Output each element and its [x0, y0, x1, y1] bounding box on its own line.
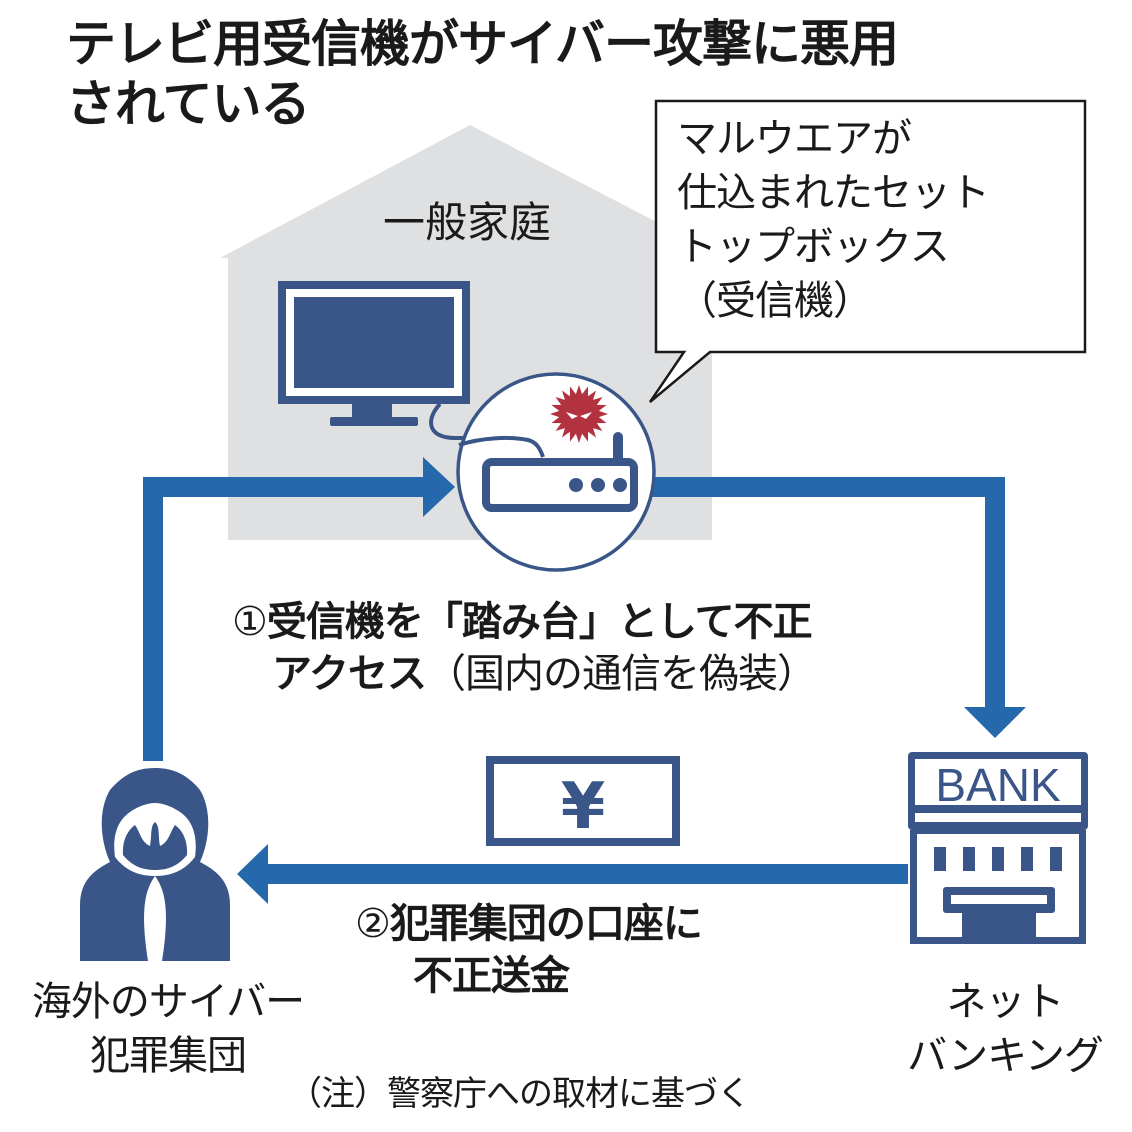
hooded-hacker-icon: [80, 768, 230, 961]
bank-label-line-1: ネット: [946, 979, 1065, 1025]
arrow-to-criminal: [237, 844, 908, 904]
step-1-description: ①受信機を「踏み台」として不正 アクセス（国内の通信を偽装）: [232, 596, 817, 700]
callout-text: マルウエアが 仕込まれたセット トップボックス （受信機）: [677, 112, 990, 328]
yen-banknote-icon: ¥: [486, 756, 680, 846]
set-top-box-icon: [456, 372, 656, 572]
callout-line-4: （受信機）: [677, 278, 873, 324]
criminal-label-line-2: 犯罪集団: [90, 1033, 247, 1079]
step-1-number: ①: [232, 599, 268, 645]
step-2-description: ②犯罪集団の口座に 不正送金: [355, 898, 703, 1002]
step-2-line-1: 犯罪集団の口座に: [389, 901, 703, 947]
title-line-1: テレビ用受信機がサイバー攻撃に悪用: [66, 15, 899, 73]
criminal-label-line-1: 海外のサイバー: [31, 979, 305, 1025]
criminal-group-label: 海外のサイバー 犯罪集団: [8, 975, 328, 1083]
callout-line-1: マルウエアが: [677, 116, 912, 162]
bank-sign: BANK: [935, 759, 1061, 811]
bank-building-icon: BANK: [908, 752, 1088, 944]
bank-label-line-2: バンキング: [907, 1033, 1104, 1079]
step-1-line-2-normal: （国内の通信を偽装）: [426, 651, 817, 697]
malware-virus-icon: [550, 385, 608, 443]
step-2-number: ②: [355, 901, 391, 947]
step-1-line-2-bold: アクセス: [272, 651, 427, 697]
step-2-line-2: 不正送金: [413, 953, 570, 999]
net-banking-label: ネット バンキング: [880, 975, 1130, 1083]
arrow-to-set-top-box: [143, 457, 455, 761]
callout-line-2: 仕込まれたセット: [677, 170, 990, 216]
arrow-to-bank: [650, 477, 1026, 738]
callout-line-3: トップボックス: [677, 224, 950, 270]
page-title: テレビ用受信機がサイバー攻撃に悪用 されている: [66, 14, 899, 134]
tv-monitor-icon: [278, 281, 470, 426]
source-note: （注）警察庁への取材に基づく: [288, 1074, 751, 1114]
yen-symbol: ¥: [561, 770, 606, 844]
callout-bubble: [648, 99, 1087, 403]
step-1-line-1: 受信機を「踏み台」として不正: [266, 599, 813, 645]
household-label: 一般家庭: [383, 198, 552, 247]
title-line-2: されている: [66, 75, 311, 133]
